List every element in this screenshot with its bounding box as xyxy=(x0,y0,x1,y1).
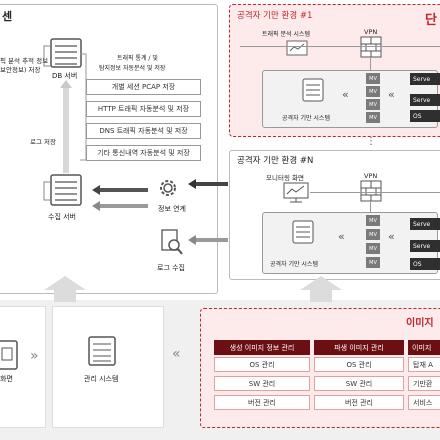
env1-title: 공격자 기만 환경 #1 xyxy=(237,11,313,21)
envN-mv-4: MV xyxy=(366,257,380,268)
envN-server-2: Serve xyxy=(410,240,440,252)
envN-vpn-label: VPN xyxy=(364,172,378,180)
gear-icon xyxy=(155,175,181,201)
col2-item-3: 버전 관리 xyxy=(314,395,404,410)
col2-header: 파생 이미지 관리 xyxy=(314,340,404,355)
traffic-title-line-2: 탐지정보 자동분석 및 저장 xyxy=(99,65,166,72)
envN-mv-1: MV xyxy=(366,215,380,226)
screen-icon xyxy=(0,340,18,370)
col1-item-3: 버전 관리 xyxy=(214,395,310,410)
env-ellipsis: ⋮ xyxy=(366,136,376,147)
env1-vline xyxy=(370,58,371,70)
col3-item-2: 기만환 xyxy=(408,376,440,391)
image-panel-title: 이미지 xyxy=(406,318,434,329)
envN-vline xyxy=(370,202,371,212)
envN-mv-2: MV xyxy=(366,229,380,240)
envN-deception-icon xyxy=(292,220,314,244)
mgmt-server-icon xyxy=(88,336,116,366)
env1-server-3: OS xyxy=(410,110,440,122)
env1-deception-icon xyxy=(302,78,324,102)
envN-server-1: Serve xyxy=(410,218,440,230)
env1-side-tag: 단 xyxy=(425,13,437,28)
store-item-pcap: 개별 세션 PCAP 저장 xyxy=(86,79,201,95)
traffic-title-line-1: 트래픽 통계 / 및 xyxy=(117,55,158,62)
mgmt-panel xyxy=(52,306,164,428)
collect-bracket xyxy=(43,181,51,201)
monitor-label: 모니터링 화면 xyxy=(266,174,304,182)
env1-server-2: Serve xyxy=(410,94,440,106)
env1-firewall-icon xyxy=(360,36,382,58)
envN-mv-3: MV xyxy=(366,243,380,254)
monitor-icon xyxy=(283,182,309,204)
col3-header: 이미지 xyxy=(408,340,440,355)
log-collect-arrow xyxy=(188,235,228,245)
env1-vpn-label: VPN xyxy=(364,28,378,36)
bottom-chevron-1: » xyxy=(30,348,39,364)
env1-deception-label: 공격자 기만 시스템 xyxy=(282,115,330,122)
log-store-arrow xyxy=(60,80,72,173)
info-link-arrow xyxy=(188,179,228,189)
env1-mv-3: MV xyxy=(366,99,380,110)
col2-item-1: OS 관리 xyxy=(314,357,404,372)
db-bracket-arrow xyxy=(43,45,51,67)
col2-item-2: SW 관리 xyxy=(314,376,404,391)
up-arrow-right xyxy=(300,276,342,302)
envN-chevron: « xyxy=(338,230,345,243)
col1-item-2: SW 관리 xyxy=(214,376,310,391)
envN-server-3: OS xyxy=(410,258,440,270)
env1-deception-box xyxy=(262,70,438,128)
traffic-system-label: 트래픽 분석 시스템 xyxy=(262,31,310,38)
db-note-line-2: 보안정보) 저장 xyxy=(0,66,41,74)
env1-mv-2: MV xyxy=(366,86,380,97)
envN-firewall-icon xyxy=(360,180,382,202)
col1-header: 생성 이미지 정보 관리 xyxy=(214,340,310,355)
section-title-fragment: 센 xyxy=(2,10,13,23)
collection-panel xyxy=(0,4,218,294)
traffic-system-icon xyxy=(286,40,308,58)
up-arrow-left xyxy=(44,276,86,302)
collect-server-icon xyxy=(50,174,82,206)
magnifier-document-icon xyxy=(160,228,184,256)
log-collect-label: 로그 수집 xyxy=(157,264,185,272)
info-link-label: 정보 연계 xyxy=(158,205,186,213)
envN-deception-label: 공격자 기만 시스템 xyxy=(270,261,318,268)
envN-line xyxy=(310,192,440,193)
env1-line xyxy=(240,46,440,47)
collect-server-label: 수집 서버 xyxy=(48,213,76,221)
envN-title: 공격자 기만 환경 #N xyxy=(237,156,314,166)
screen-label: 화면 xyxy=(0,375,13,383)
db-server-label: DB 서버 xyxy=(52,72,78,80)
store-item-dns: DNS 트래픽 자동분석 및 저장 xyxy=(86,123,201,139)
db-note-line-1: 픽 분석 추적 정보 xyxy=(0,57,49,65)
col3-item-3: 서비스 xyxy=(408,395,440,410)
bottom-chevron-2: « xyxy=(172,346,181,362)
env1-mv-4: MV xyxy=(366,112,380,123)
col3-item-1: 탑재 A xyxy=(408,357,440,372)
env1-chevron-2: « xyxy=(388,88,395,101)
env1-mv-1: MV xyxy=(366,73,380,84)
db-server-icon xyxy=(50,38,82,68)
envN-deception-box xyxy=(262,212,438,274)
col1-item-1: OS 관리 xyxy=(214,357,310,372)
mgmt-system-label: 관리 시스템 xyxy=(84,375,119,383)
store-item-other: 기타 통신내역 자동분석 및 저장 xyxy=(86,145,201,161)
env1-chevron: « xyxy=(342,88,349,101)
collect-arrows xyxy=(92,185,148,211)
env1-server-1: Serve xyxy=(410,73,440,85)
envN-chevron-2: « xyxy=(388,230,395,243)
log-store-label: 로그 저장 xyxy=(30,138,56,146)
store-item-http: HTTP 트래픽 자동분석 및 저장 xyxy=(86,101,201,117)
